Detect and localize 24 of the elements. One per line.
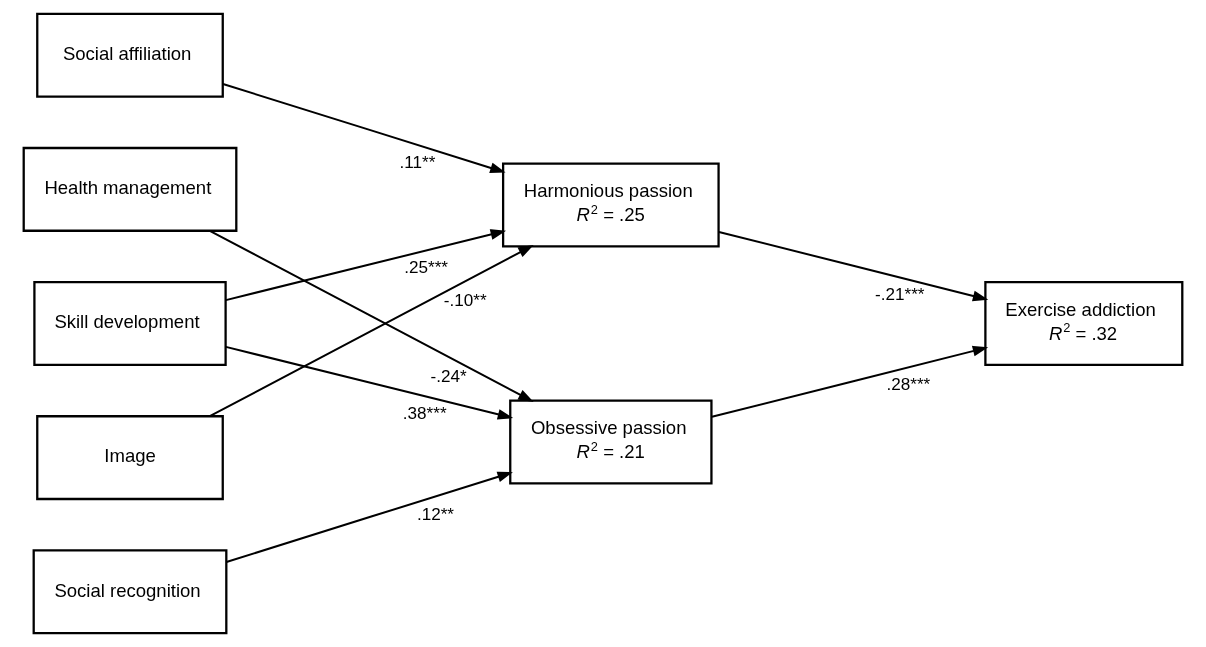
node-box: Harmonious passion R$^{2}$ = .25: [502, 162, 720, 248]
arrow: [222, 82, 506, 174]
node-box: Skill development: [33, 281, 227, 366]
arrow: [224, 345, 514, 420]
edge-label: -.21***: [875, 285, 925, 305]
node-box: Social affiliation: [36, 12, 224, 98]
node-box: Social recognition: [32, 549, 228, 635]
edge-label: .28***: [886, 375, 931, 395]
arrow: [711, 345, 989, 418]
edge-label: -.10**: [443, 290, 487, 310]
node-box: Health management: [22, 146, 238, 232]
edge-label: .38***: [402, 403, 447, 423]
arrow: [208, 245, 534, 418]
edge-label: .11**: [399, 152, 436, 172]
edge-label: -.24*: [430, 366, 467, 386]
arrow: [208, 229, 534, 402]
arrow: [224, 229, 507, 302]
arrow: [225, 471, 513, 563]
edge-label: .12**: [416, 504, 455, 524]
node-box: Image: [36, 415, 224, 501]
node-box: Exercise addiction R$^{2}$ = .32: [984, 281, 1184, 366]
node-box: Obsessive passion R$^{2}$ = .21: [509, 399, 713, 485]
edge-label: .25***: [404, 258, 448, 278]
arrow: [717, 230, 989, 302]
